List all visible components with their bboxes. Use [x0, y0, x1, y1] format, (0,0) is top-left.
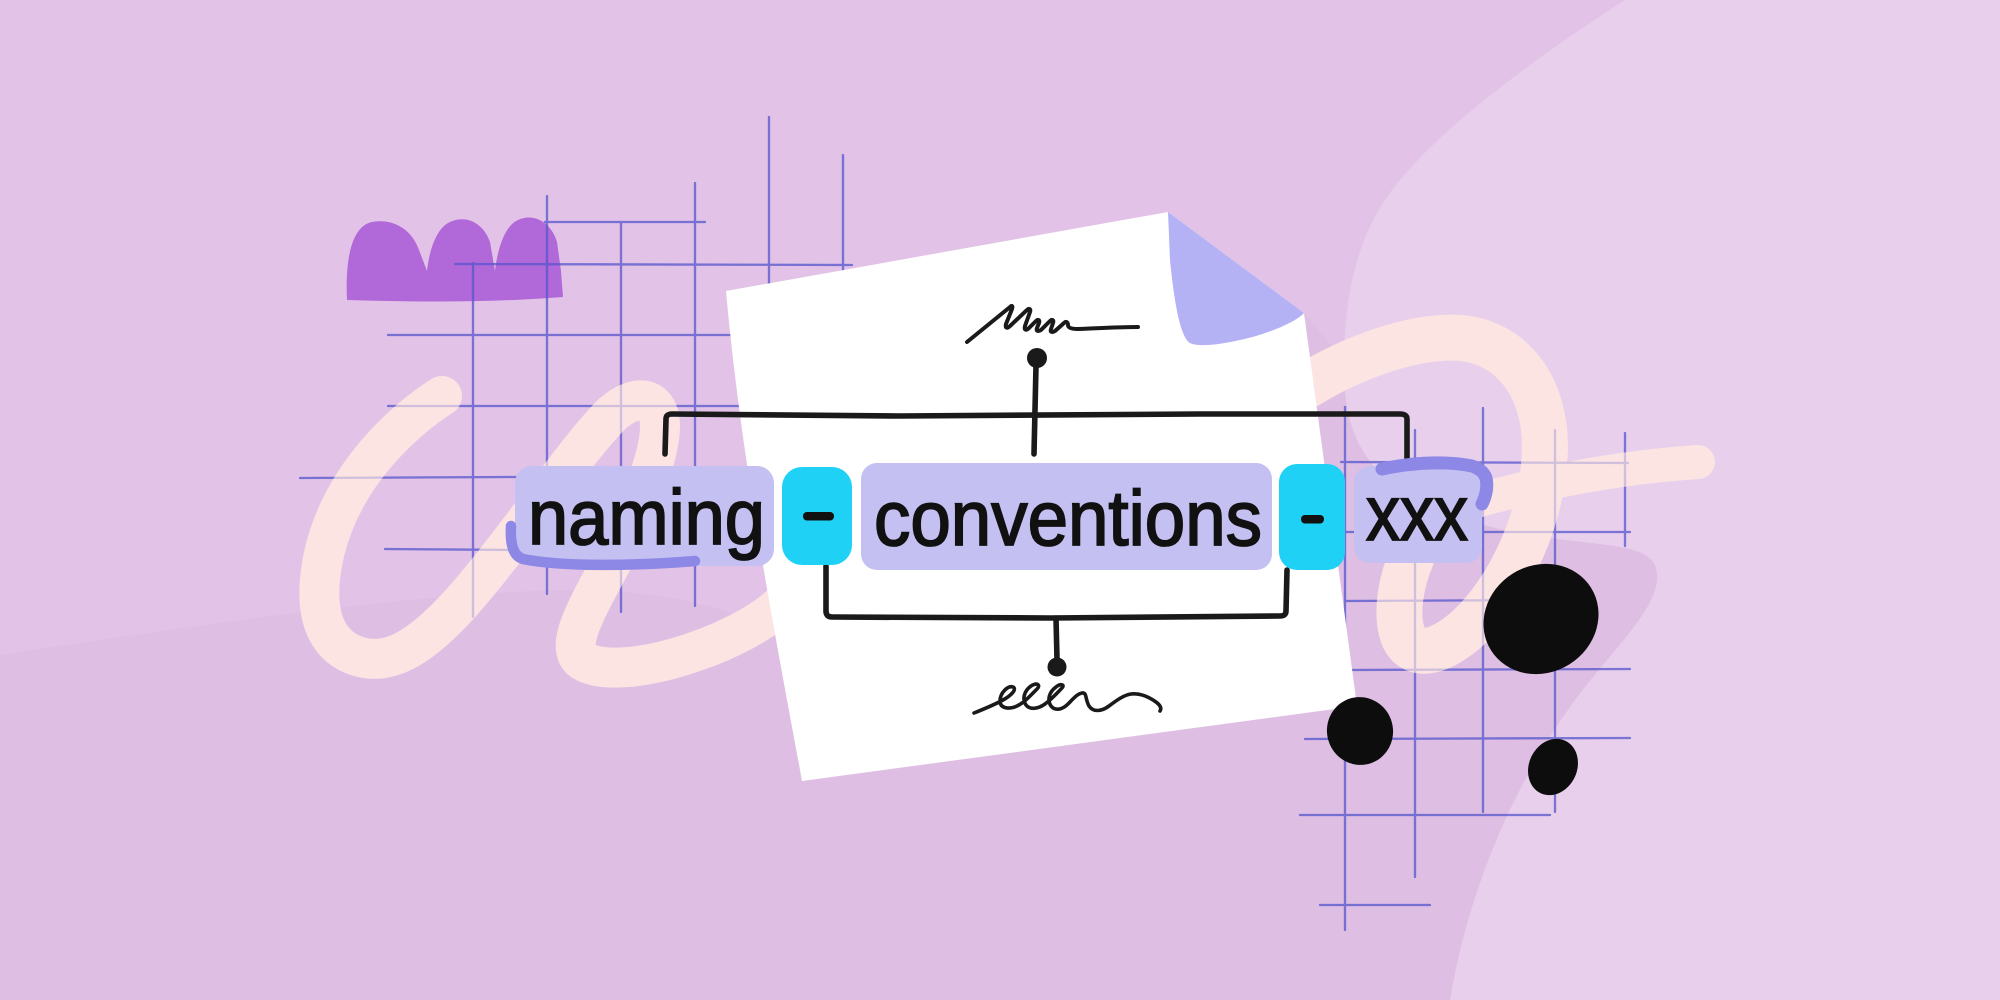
svg-text:xxx: xxx [1366, 469, 1468, 557]
svg-text:conventions: conventions [874, 474, 1262, 562]
svg-text:naming: naming [528, 473, 765, 561]
